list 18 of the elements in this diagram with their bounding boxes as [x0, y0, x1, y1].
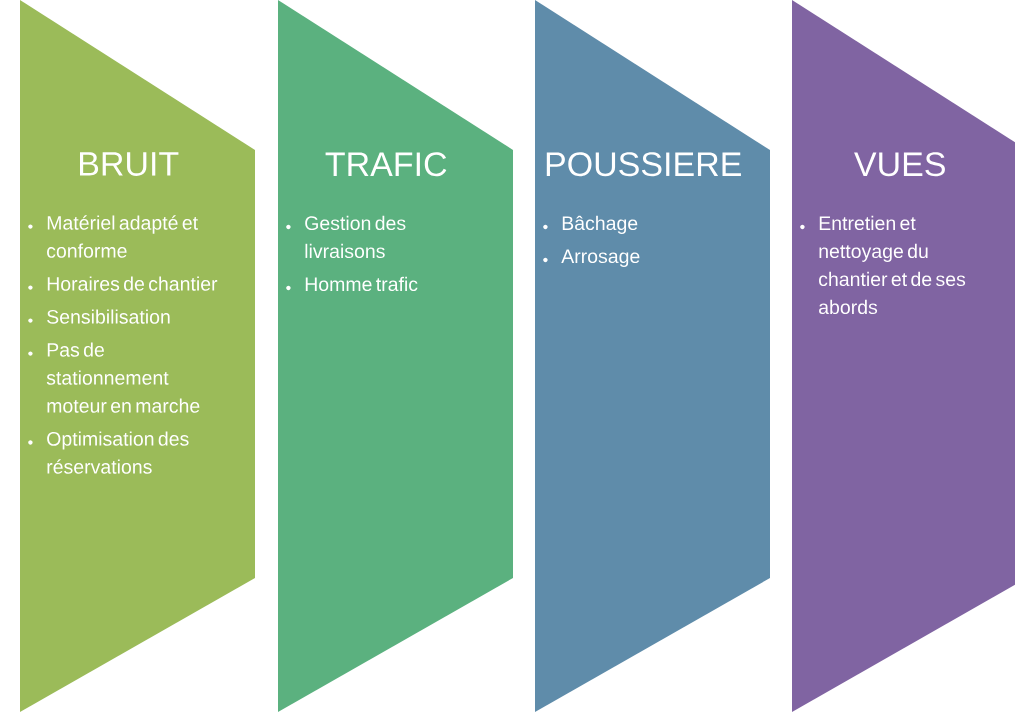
bullet-item: Homme trafic — [305, 276, 418, 292]
chevron-band — [535, 0, 770, 712]
bullet-item: Bâchage — [562, 215, 638, 234]
heading-text: BRUIT — [80, 152, 179, 176]
bullet-item: Horaires de chantier — [47, 276, 218, 291]
heading-text: TRAFIC — [325, 152, 447, 177]
bullet-item: Pas de stationnement moteur en marche — [46, 342, 200, 413]
chevron-band — [278, 0, 513, 712]
bullet-item: Optimisation des réservations — [47, 431, 189, 474]
bullet-item: Gestion des livraisons — [305, 215, 406, 259]
chevron-band — [20, 0, 255, 712]
bullet-item: Arrosage — [561, 249, 640, 267]
bullet-item: Matériel adapté et conforme — [47, 215, 198, 258]
heading-text: VUES — [854, 152, 945, 177]
bullet-item: Sensibilisation — [47, 309, 170, 324]
heading-text: POUSSIERE — [546, 152, 741, 177]
chevron-band — [792, 0, 1015, 712]
bullet-item: Entretien et nettoyage du chantier et de ses abords — [819, 215, 966, 315]
